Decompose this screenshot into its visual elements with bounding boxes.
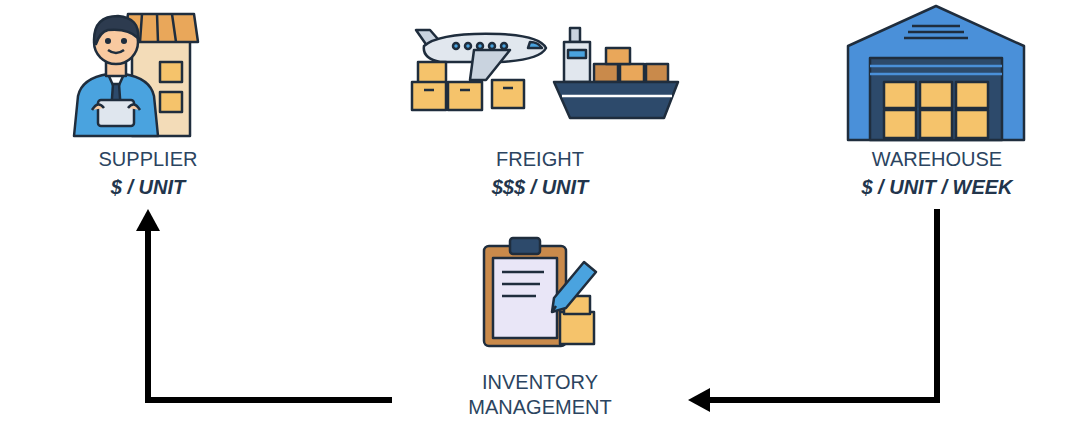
cost-label: $ / UNIT [38,173,258,201]
cost-label: $ / UNIT / WEEK [827,173,1047,201]
flow-arrow [148,231,392,400]
supplier-icon-part [94,16,138,44]
ship-icon-part [646,64,668,82]
plane-icon-part [424,88,513,90]
clipboard-icon-part [502,272,544,296]
supplier-icon-part [160,62,182,82]
supplier-icon-part [108,50,124,53]
plane-icon-part [477,43,483,49]
supplier-icon-part [74,74,158,136]
node-title: FREIGHT [410,145,670,173]
inventory-node: INVENTORY MANAGEMENT [400,228,680,420]
freight-node: FREIGHT$$$ / UNIT [410,5,670,201]
clipboard-icon-part [552,262,596,312]
ship-icon-part [562,95,672,98]
warehouse-node: WAREHOUSE$ / UNIT / WEEK [827,5,1047,201]
ship-icon-part [570,28,580,42]
plane-icon-part [448,82,482,110]
clipboard-icon-part [510,238,540,254]
plane-icon-part [412,82,446,110]
cost-label: $$$ / UNIT [410,173,670,201]
warehouse-icon-part [870,66,1002,74]
supplier-icon [74,14,198,136]
clipboard-icon [484,238,596,346]
warehouse-icon-part [870,58,1002,140]
clipboard-icon-part [560,312,594,344]
warehouse-icon-part [848,6,1024,140]
ship-icon-part [620,64,644,82]
warehouse-icon-part [884,82,916,108]
node-title: WAREHOUSE [827,145,1047,173]
supplier-icon-part [106,39,110,43]
clipboard-icon-part [484,246,566,346]
warehouse-icon-part [920,110,952,138]
ship-icon-part [564,42,590,82]
flow-arrow [710,209,937,400]
supplier-icon-part [140,14,176,42]
plane-icon-part [528,42,542,48]
warehouse-icon [848,6,1024,140]
ship-icon-part [594,64,618,82]
node-title: INVENTORY MANAGEMENT [458,370,623,420]
supplier-node: SUPPLIER$ / UNIT [38,5,258,201]
warehouse-icon-part [956,110,988,138]
plane-icon-part [492,80,524,108]
node-title: SUPPLIER [38,145,258,173]
ship-icon [554,28,678,118]
plane-icon-part [453,43,459,49]
ship-icon-part [568,50,586,58]
plane-icon-part [489,43,495,49]
plane-icon-part [470,50,510,80]
plane-icon-part [501,43,507,49]
warehouse-icon-part [956,82,988,108]
supplier-icon-part [160,92,182,112]
plane-icon [412,30,546,110]
warehouse-icon-part [904,26,968,38]
clipboard-icon-part [493,258,557,338]
warehouse-icon-part [920,82,952,108]
warehouse-icon-part [884,110,916,138]
supplier-icon-part [98,100,134,126]
clipboard-icon-part [552,306,556,312]
ship-icon-part [554,82,678,118]
supplier-icon-part [122,39,126,43]
ship-icon-part [606,48,630,64]
plane-icon-part [465,43,471,49]
supplier-icon-part [92,104,140,110]
